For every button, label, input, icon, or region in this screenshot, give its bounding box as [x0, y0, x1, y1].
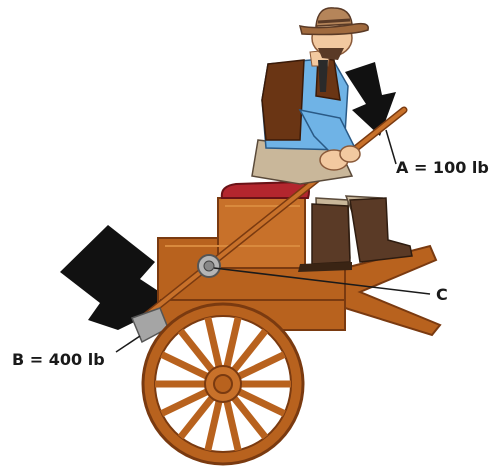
label-pivot-c: C: [436, 285, 448, 304]
leader-b: [116, 336, 140, 352]
label-force-b: B = 400 lb: [12, 350, 105, 369]
leader-a: [386, 130, 396, 164]
wagon-wheel: [143, 304, 303, 464]
label-force-a: A = 100 lb: [396, 158, 489, 177]
pivot-c-bolt: [198, 255, 220, 277]
